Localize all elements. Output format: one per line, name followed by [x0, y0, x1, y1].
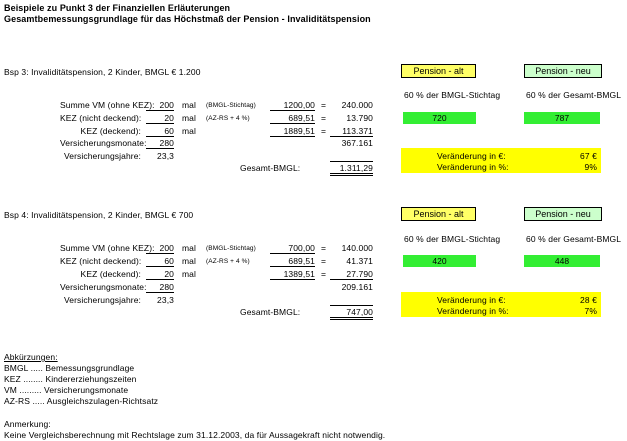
alt-description: 60 % der BMGL-Stichtag — [404, 234, 501, 244]
equals-sign: = — [321, 100, 327, 110]
total-value: 747,00 — [330, 305, 373, 320]
tag-label: (AZ-RS + 4 %) — [206, 115, 250, 122]
result-cell: 140.000 — [341, 243, 373, 253]
factor-cell: 689,51 — [270, 256, 315, 267]
abbreviation-item: KEZ ........ Kindererziehungszeiten — [4, 374, 137, 384]
factor-cell: 1889,51 — [270, 126, 315, 137]
neu-description: 60 % der Gesamt-BMGL — [526, 234, 622, 244]
change-eur-value: 28 € — [580, 295, 597, 305]
row-label: Versicherungsmonate: — [60, 282, 147, 292]
abbreviation-item: AZ-RS ..... Ausgleichszulagen-Richtsatz — [4, 396, 159, 406]
change-pct-value: 9% — [584, 162, 597, 172]
count-cell: 280 — [146, 282, 174, 293]
result-cell: 240.000 — [341, 100, 373, 110]
change-pct-label: Veränderung in %: — [437, 162, 509, 172]
equals-sign: = — [321, 256, 327, 266]
row-label: Summe VM (ohne KEZ): — [60, 243, 155, 253]
mal-label: mal — [182, 100, 196, 110]
tag-label: (BMGL-Stichtag) — [206, 102, 256, 109]
row-label: KEZ (deckend): — [80, 126, 141, 136]
count-cell: 60 — [146, 256, 174, 267]
row-label: KEZ (nicht deckend): — [60, 256, 142, 266]
pension-alt-value: 720 — [403, 112, 476, 124]
total-label: Gesamt-BMGL: — [240, 163, 301, 173]
abbreviations-title: Abkürzungen: — [4, 352, 58, 362]
header-line2: Gesamtbemessungsgrundlage für das Höchst… — [4, 14, 371, 24]
pension-alt-header: Pension - alt — [401, 64, 476, 78]
change-eur-label: Veränderung in €: — [437, 295, 506, 305]
count-cell: 20 — [146, 113, 174, 124]
sum-cell: 209.161 — [341, 282, 373, 292]
change-box — [401, 148, 601, 173]
pension-neu-header: Pension - neu — [524, 64, 602, 78]
mal-label: mal — [182, 126, 196, 136]
change-pct-label: Veränderung in %: — [437, 306, 509, 316]
example-title: Bsp 3: Invaliditätspension, 2 Kinder, BM… — [4, 67, 201, 77]
header-line1: Beispiele zu Punkt 3 der Finanziellen Er… — [4, 3, 231, 13]
pension-neu-header: Pension - neu — [524, 207, 602, 221]
abbreviation-item: BMGL ..... Bemessungsgrundlage — [4, 363, 135, 373]
note-text: Keine Vergleichsberechnung mit Rechtslag… — [4, 430, 386, 440]
row-label: Versicherungsmonate: — [60, 138, 147, 148]
equals-sign: = — [321, 126, 327, 136]
alt-description: 60 % der BMGL-Stichtag — [404, 90, 501, 100]
result-cell: 27.790 — [330, 269, 373, 280]
pension-neu-value: 448 — [524, 255, 600, 267]
mal-label: mal — [182, 113, 196, 123]
tag-label: (BMGL-Stichtag) — [206, 245, 256, 252]
mal-label: mal — [182, 243, 196, 253]
row-label: Versicherungsjahre: — [63, 295, 141, 305]
row-label: KEZ (deckend): — [80, 269, 141, 279]
example-title: Bsp 4: Invaliditätspension, 2 Kinder, BM… — [4, 210, 194, 220]
equals-sign: = — [321, 243, 327, 253]
total-value: 1.311,29 — [330, 161, 373, 176]
factor-cell: 700,00 — [270, 243, 315, 254]
change-eur-value: 67 € — [580, 151, 597, 161]
neu-description: 60 % der Gesamt-BMGL — [526, 90, 622, 100]
pension-alt-value: 420 — [403, 255, 476, 267]
years-cell: 23,3 — [157, 151, 174, 161]
mal-label: mal — [182, 269, 196, 279]
row-label: KEZ (nicht deckend): — [60, 113, 142, 123]
result-cell: 41.371 — [346, 256, 373, 266]
change-box — [401, 292, 601, 317]
row-label: Summe VM (ohne KEZ): — [60, 100, 155, 110]
years-cell: 23,3 — [157, 295, 174, 305]
equals-sign: = — [321, 269, 327, 279]
factor-cell: 1389,51 — [270, 269, 315, 280]
row-label: Versicherungsjahre: — [63, 151, 141, 161]
factor-cell: 689,51 — [270, 113, 315, 124]
count-cell: 280 — [146, 138, 174, 149]
change-eur-label: Veränderung in €: — [437, 151, 506, 161]
pension-neu-value: 787 — [524, 112, 600, 124]
change-pct-value: 7% — [584, 306, 597, 316]
result-cell: 113.371 — [330, 126, 373, 137]
result-cell: 13.790 — [346, 113, 373, 123]
count-cell: 20 — [146, 269, 174, 280]
count-cell: 60 — [146, 126, 174, 137]
sum-cell: 367.161 — [341, 138, 373, 148]
note-title: Anmerkung: — [4, 419, 51, 429]
abbreviation-item: VM ......... Versicherungsmonate — [4, 385, 129, 395]
count-cell: 200 — [146, 100, 174, 111]
tag-label: (AZ-RS + 4 %) — [206, 258, 250, 265]
pension-alt-header: Pension - alt — [401, 207, 476, 221]
mal-label: mal — [182, 256, 196, 266]
factor-cell: 1200,00 — [270, 100, 315, 111]
equals-sign: = — [321, 113, 327, 123]
count-cell: 200 — [146, 243, 174, 254]
total-label: Gesamt-BMGL: — [240, 307, 301, 317]
